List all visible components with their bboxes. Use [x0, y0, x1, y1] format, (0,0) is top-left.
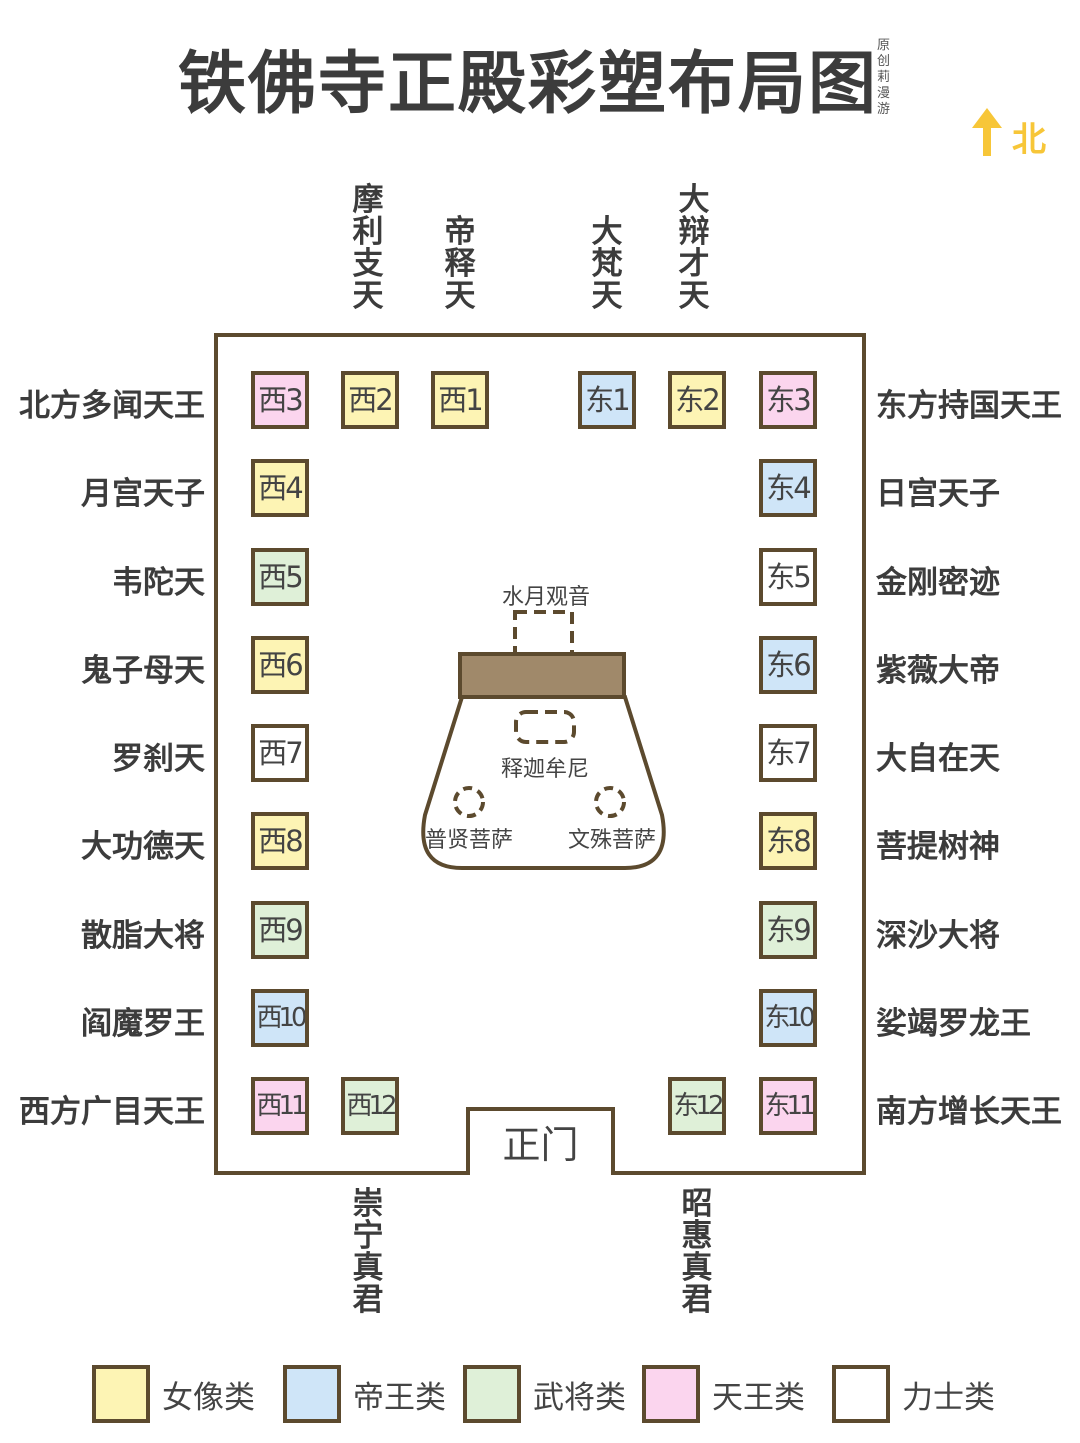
- legend-label: 女像类: [162, 1380, 255, 1416]
- statue-box: 东10: [759, 989, 817, 1047]
- east-side-name: 大自在天: [876, 741, 1000, 777]
- statue-box: 东1: [578, 371, 636, 429]
- altar-back-wall: [458, 652, 626, 699]
- statue-box: 西12: [341, 1077, 399, 1135]
- bottom-name: 崇宁真君: [352, 1186, 384, 1318]
- statue-box: 西2: [341, 371, 399, 429]
- statue-box: 东8: [759, 812, 817, 870]
- statue-box: 西11: [251, 1077, 309, 1135]
- legend-swatch: [832, 1365, 890, 1423]
- manjushri-position: [594, 786, 626, 818]
- legend-label: 天王类: [712, 1380, 805, 1416]
- samantabhadra-position: [453, 786, 485, 818]
- statue-box: 东11: [759, 1077, 817, 1135]
- legend-swatch: [283, 1365, 341, 1423]
- west-side-name: 韦陀天: [112, 565, 205, 601]
- bottom-name: 昭惠真君: [681, 1186, 713, 1318]
- main-gate: 正门: [466, 1107, 615, 1175]
- east-side-name: 菩提树神: [876, 829, 1000, 865]
- statue-box: 东6: [759, 636, 817, 694]
- top-name: 摩利支天: [352, 182, 384, 314]
- statue-box: 东7: [759, 724, 817, 782]
- east-side-name: 南方增长天王: [876, 1094, 1062, 1130]
- statue-box: 西1: [431, 371, 489, 429]
- east-side-name: 日宫天子: [876, 476, 1000, 512]
- statue-box: 西10: [251, 989, 309, 1047]
- east-side-name: 深沙大将: [876, 918, 1000, 954]
- statue-box: 东12: [668, 1077, 726, 1135]
- central-altar: [421, 610, 666, 870]
- east-side-name: 金刚密迹: [876, 565, 1000, 601]
- statue-box: 西6: [251, 636, 309, 694]
- statue-box: 西9: [251, 901, 309, 959]
- statue-box: 东5: [759, 548, 817, 606]
- west-side-name: 大功德天: [81, 829, 205, 865]
- page-title: 铁佛寺正殿彩塑布局图: [178, 45, 879, 124]
- statue-box: 东2: [668, 371, 726, 429]
- legend-label: 力士类: [902, 1380, 995, 1416]
- label-shakyamuni: 释迦牟尼: [501, 757, 590, 782]
- credit-text: 原创莉漫游: [877, 38, 891, 117]
- top-name: 大辩才天: [678, 182, 710, 314]
- legend-swatch: [642, 1365, 700, 1423]
- statue-box: 东3: [759, 371, 817, 429]
- east-side-name: 娑竭罗龙王: [876, 1006, 1031, 1042]
- statue-box: 西4: [251, 459, 309, 517]
- legend-label: 帝王类: [353, 1380, 446, 1416]
- west-side-name: 西方广目天王: [19, 1094, 205, 1130]
- north-label: 北: [1012, 120, 1046, 160]
- altar-platform: [421, 695, 666, 870]
- legend-swatch: [92, 1365, 150, 1423]
- label-guanyin: 水月观音: [502, 585, 591, 610]
- statue-box: 西3: [251, 371, 309, 429]
- statue-box: 西8: [251, 812, 309, 870]
- statue-box: 西5: [251, 548, 309, 606]
- west-side-name: 北方多闻天王: [19, 388, 205, 424]
- west-side-name: 罗刹天: [112, 741, 205, 777]
- west-side-name: 阎魔罗王: [81, 1006, 205, 1042]
- label-manjushri: 文殊菩萨: [568, 828, 657, 853]
- statue-box: 东4: [759, 459, 817, 517]
- label-samantabhadra: 普贤菩萨: [425, 828, 514, 853]
- statue-box: 西7: [251, 724, 309, 782]
- shakyamuni-position: [514, 710, 576, 744]
- top-name: 帝释天: [444, 214, 476, 314]
- east-side-name: 紫薇大帝: [876, 653, 1000, 689]
- top-name: 大梵天: [591, 214, 623, 314]
- west-side-name: 鬼子母天: [81, 653, 205, 689]
- guanyin-position: [513, 610, 574, 656]
- statue-box: 东9: [759, 901, 817, 959]
- arrow-up-icon: [972, 108, 1002, 156]
- east-side-name: 东方持国天王: [876, 388, 1062, 424]
- legend-label: 武将类: [533, 1380, 626, 1416]
- west-side-name: 散脂大将: [81, 918, 205, 954]
- legend-swatch: [463, 1365, 521, 1423]
- west-side-name: 月宫天子: [81, 476, 205, 512]
